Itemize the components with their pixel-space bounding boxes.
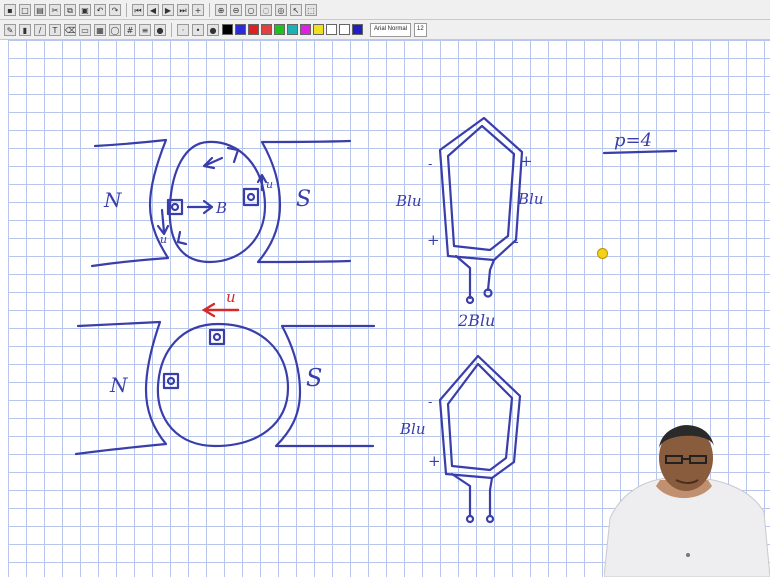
color-swatch-3[interactable] (261, 24, 272, 35)
color-swatch-2[interactable] (248, 24, 259, 35)
color-swatch-6[interactable] (300, 24, 311, 35)
select-tool-icon[interactable]: ↖ (290, 3, 302, 16)
pointer-cursor-icon (597, 248, 608, 259)
prev-page-icon[interactable]: ◀ (147, 3, 159, 16)
thin-stroke-icon[interactable]: · (177, 23, 189, 36)
color-swatch-5[interactable] (287, 24, 298, 35)
zoom-in-icon[interactable]: ⊕ (215, 3, 227, 16)
medium-stroke-icon[interactable]: • (192, 23, 204, 36)
text-tool-icon[interactable]: T (49, 23, 61, 36)
pen-tool-icon[interactable]: ✎ (4, 23, 16, 36)
line-tool-icon[interactable]: / (34, 23, 46, 36)
main-toolbar: ▪ □ ▤ ✂ ⧉ ▣ ↶ ↷ ⏮ ◀ ▶ ⏭ + ⊕ ⊖ ○ ◌ ◎ ↖ ⬚ (0, 0, 770, 20)
color-swatch-10[interactable] (352, 24, 363, 35)
paste-icon[interactable]: ▣ (79, 3, 91, 16)
highlighter-icon[interactable]: ▮ (19, 23, 31, 36)
save-icon[interactable]: ▪ (4, 3, 16, 16)
presenter-video (604, 410, 770, 577)
undo-icon[interactable]: ↶ (94, 3, 106, 16)
first-page-icon[interactable]: ⏮ (132, 3, 144, 16)
color-palette (222, 24, 363, 35)
color-swatch-4[interactable] (274, 24, 285, 35)
last-page-icon[interactable]: ⏭ (177, 3, 189, 16)
pointer-icon[interactable]: ● (154, 23, 166, 36)
fullscreen-icon[interactable]: ⬚ (305, 3, 317, 16)
font-size-select[interactable]: 12 (414, 22, 427, 37)
whiteboard-canvas[interactable] (8, 40, 770, 577)
print-icon[interactable]: ▤ (34, 3, 46, 16)
color-swatch-9[interactable] (339, 24, 350, 35)
new-page-icon[interactable]: □ (19, 3, 31, 16)
copy-icon[interactable]: ⧉ (64, 3, 76, 16)
color-swatch-1[interactable] (235, 24, 246, 35)
toolbar-separator (171, 22, 172, 37)
pen-toolbar: ✎ ▮ / T ⌫ ▭ ▦ ◯ # ≡ ● · • ● Arial Normal… (0, 20, 770, 40)
cut-icon[interactable]: ✂ (49, 3, 61, 16)
zoom-out-icon[interactable]: ⊖ (230, 3, 242, 16)
ruler-icon[interactable]: ≡ (139, 23, 151, 36)
insert-page-icon[interactable]: + (192, 3, 204, 16)
color-swatch-8[interactable] (326, 24, 337, 35)
color-swatch-0[interactable] (222, 24, 233, 35)
image-tool-icon[interactable]: ▦ (94, 23, 106, 36)
toolbar-separator (126, 2, 127, 17)
thick-stroke-icon[interactable]: ● (207, 23, 219, 36)
lasso-tool-icon[interactable]: ◯ (109, 23, 121, 36)
zoom-page-icon[interactable]: ◎ (275, 3, 287, 16)
color-swatch-7[interactable] (313, 24, 324, 35)
zoom-width-icon[interactable]: ◌ (260, 3, 272, 16)
toolbar-separator (209, 2, 210, 17)
eraser-icon[interactable]: ⌫ (64, 23, 76, 36)
grid-toggle-icon[interactable]: # (124, 23, 136, 36)
font-name-select[interactable]: Arial Normal (370, 22, 412, 37)
shape-tool-icon[interactable]: ▭ (79, 23, 91, 36)
next-page-icon[interactable]: ▶ (162, 3, 174, 16)
zoom-fit-icon[interactable]: ○ (245, 3, 257, 16)
presenter-figure (604, 425, 770, 577)
redo-icon[interactable]: ↷ (109, 3, 121, 16)
